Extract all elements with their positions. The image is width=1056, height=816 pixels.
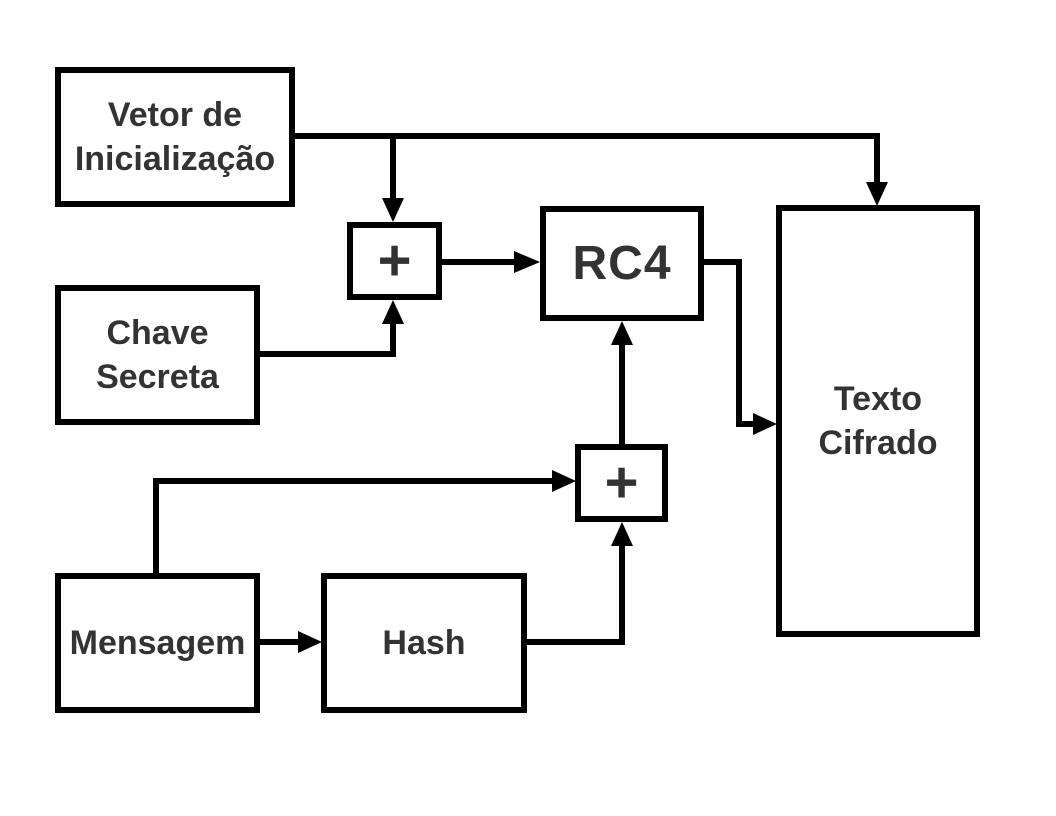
texto-cifrado-box: Texto Cifrado — [776, 205, 980, 637]
texto-label-line-1: Texto — [833, 380, 923, 418]
chave-label-line-2: Secreta — [96, 358, 219, 396]
hash-label-line-1: Hash — [382, 624, 466, 662]
arrowhead-plus-bottom-from-hash — [611, 522, 633, 546]
vetor-de-inicializacao-label: Vetor de Inicialização — [75, 93, 275, 181]
mensagem-label-line-1: Mensagem — [69, 624, 246, 662]
edge-chave-to-plus-top — [257, 320, 396, 357]
xor-operator-bottom: + — [575, 444, 668, 522]
vetor-de-inicializacao-box: Vetor de Inicialização — [55, 67, 295, 207]
hash-box: Hash — [321, 573, 527, 713]
mensagem-box: Mensagem — [55, 573, 260, 713]
vetor-label-line-1: Vetor de — [107, 96, 243, 134]
xor-operator-top: + — [347, 222, 442, 300]
hash-label: Hash — [382, 621, 465, 665]
mensagem-label: Mensagem — [70, 621, 246, 665]
arrowhead-plus-top-from-chave — [382, 300, 404, 324]
arrowhead-rc4-from-plus-top — [514, 251, 540, 273]
chave-label-line-1: Chave — [106, 314, 209, 352]
arrowhead-rc4-from-plus-bottom — [611, 321, 633, 345]
texto-label-line-2: Cifrado — [818, 424, 938, 462]
arrowhead-hash-from-mensagem — [298, 631, 322, 653]
arrowhead-plus-bottom-from-mensagem — [552, 470, 576, 492]
edge-mensagem-to-plus-bottom — [153, 478, 556, 573]
plus-icon: + — [377, 228, 412, 293]
chave-secreta-label: Chave Secreta — [96, 311, 219, 399]
rc4-label-line-1: RC4 — [572, 236, 672, 290]
rc4-label: RC4 — [572, 236, 672, 290]
texto-cifrado-label: Texto Cifrado — [819, 377, 938, 465]
vetor-label-line-2: Inicialização — [74, 140, 276, 178]
plus-icon: + — [604, 450, 639, 515]
edge-hash-to-plus-bottom — [524, 542, 625, 645]
edge-vetor-to-texto — [393, 133, 880, 186]
edge-vetor-to-plus-top — [292, 133, 396, 202]
arrowhead-texto-from-vetor — [866, 182, 888, 206]
arrowhead-plus-top-from-vetor — [382, 198, 404, 222]
arrowhead-texto-from-rc4 — [753, 413, 777, 435]
chave-secreta-box: Chave Secreta — [55, 285, 260, 425]
edge-rc4-to-texto — [702, 259, 757, 427]
rc4-box: RC4 — [540, 206, 704, 321]
